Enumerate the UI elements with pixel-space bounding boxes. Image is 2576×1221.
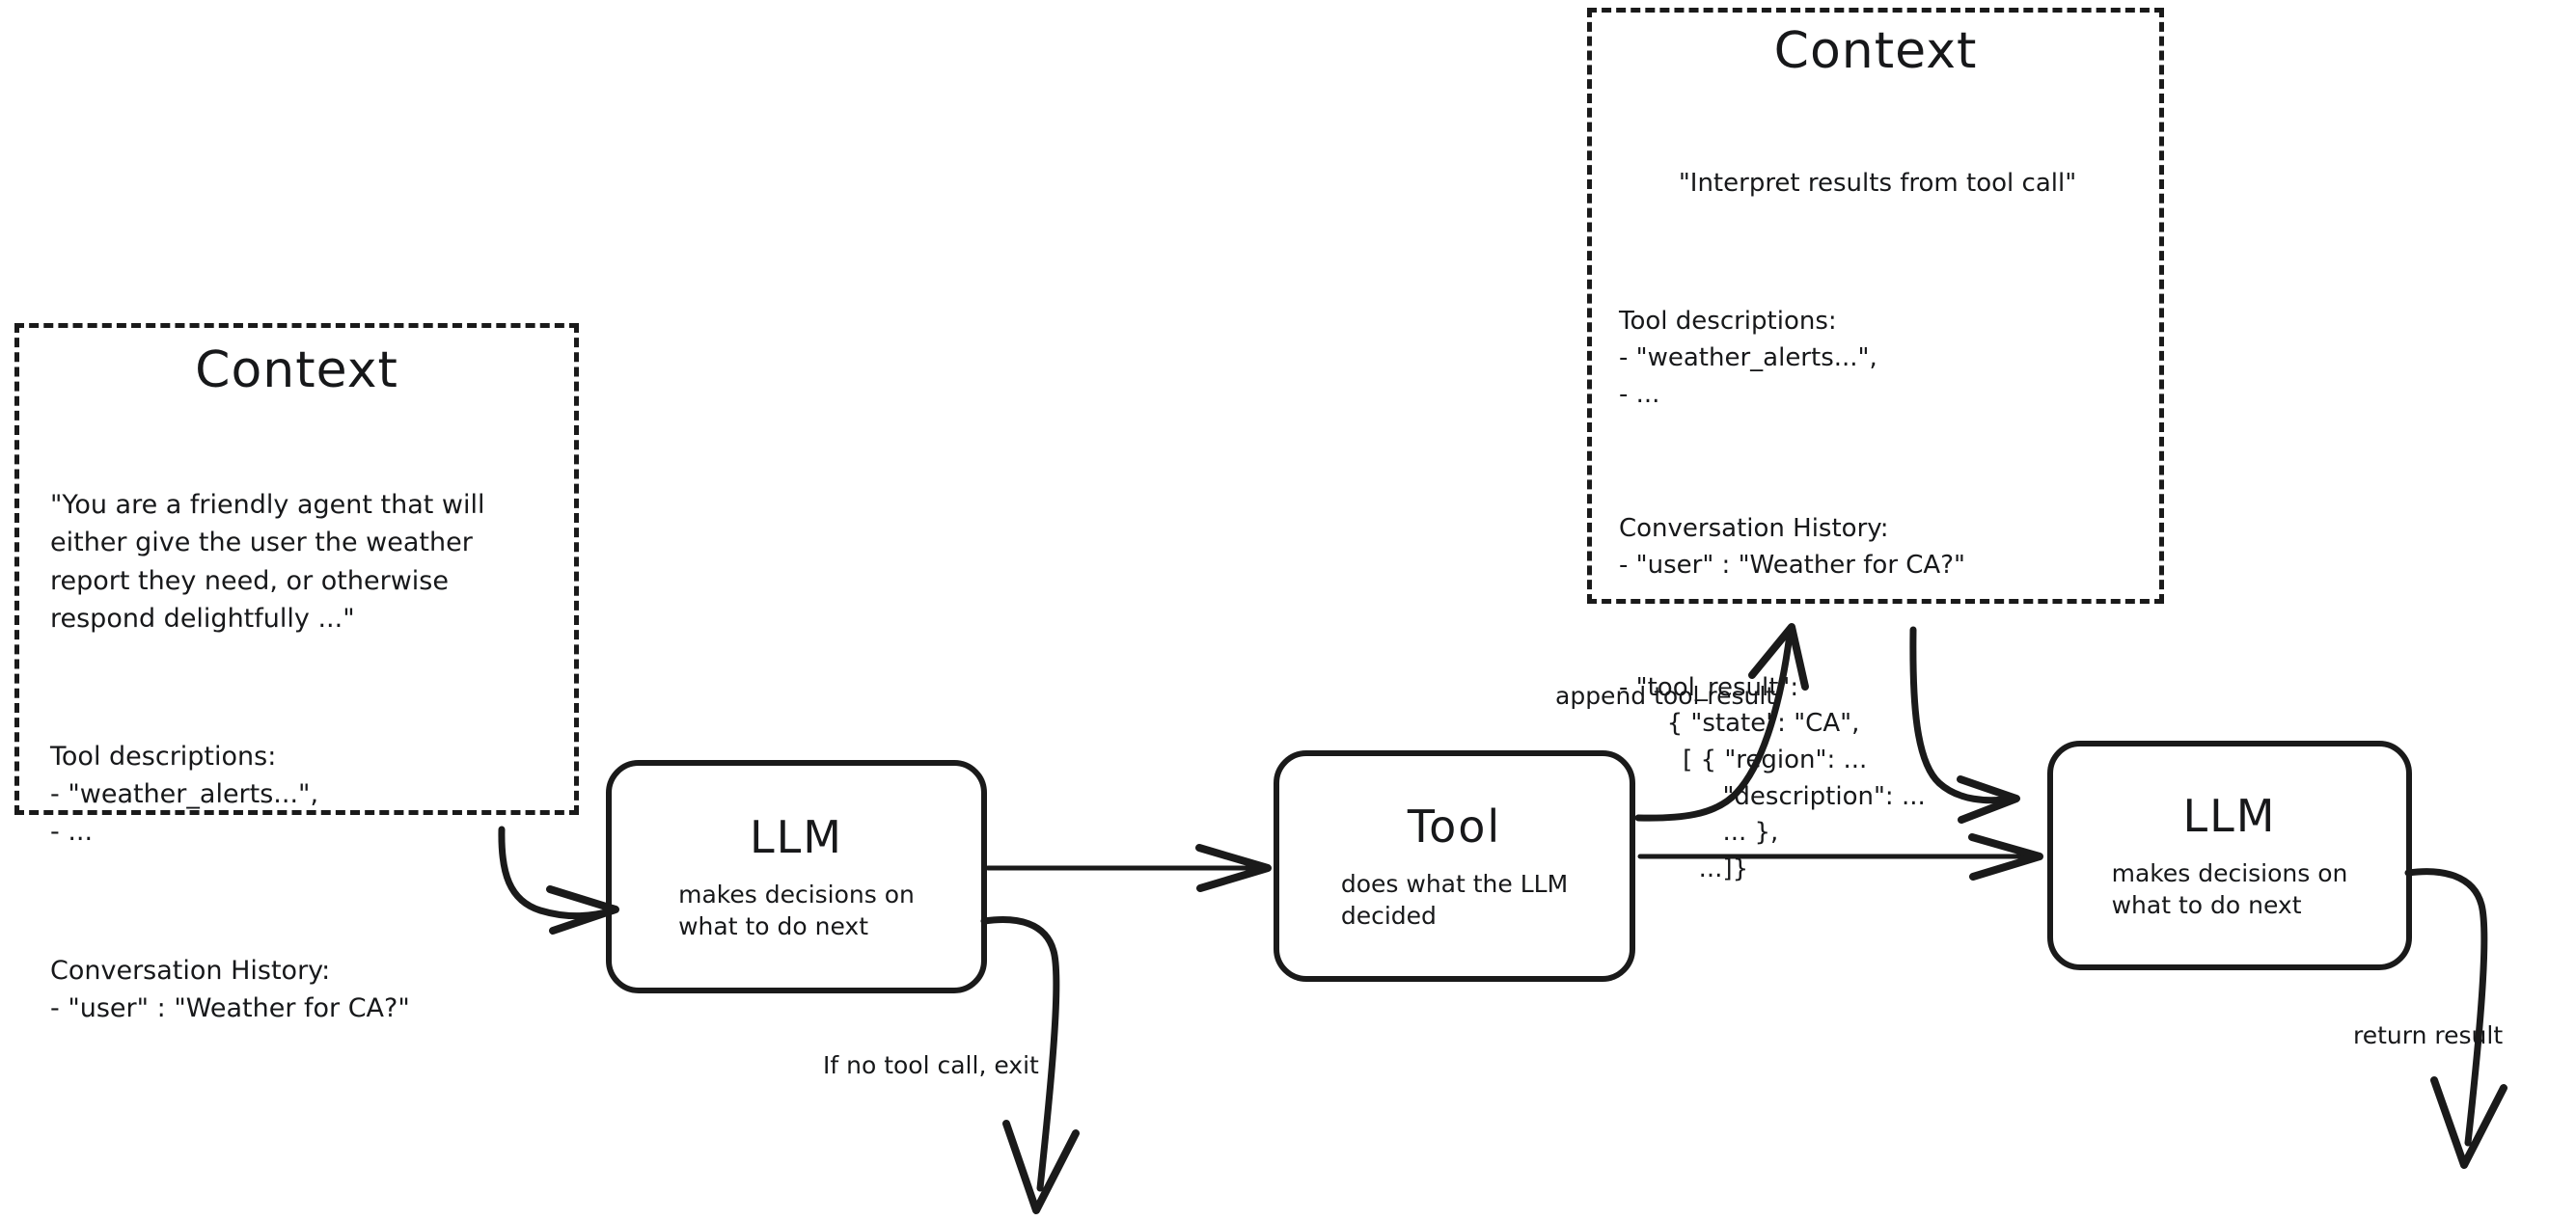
- context-box-left: Context "You are a friendly agent that w…: [14, 323, 579, 1023]
- edge-label-append-tool-result: append tool result: [1555, 682, 1776, 710]
- node-tool-subtitle: does what the LLM decided: [1340, 870, 1569, 930]
- node-llm-second[interactable]: LLM makes decisions on what to do next: [2047, 741, 2412, 970]
- node-tool[interactable]: Tool does what the LLM decided: [1274, 750, 1635, 982]
- context-left-title: Context: [195, 341, 398, 399]
- context-left-body: "You are a friendly agent that will eith…: [19, 411, 574, 1102]
- node-llm-second-title: LLM: [2182, 790, 2277, 842]
- node-llm-second-subtitle: makes decisions on what to do next: [2111, 859, 2348, 919]
- context-right-conversation-history: Conversation History: - "user" : "Weathe…: [1619, 513, 1965, 580]
- context-box-right: Context "Interpret results from tool cal…: [1587, 8, 2164, 883]
- context-right-system-prompt: "Interpret results from tool call": [1678, 169, 2077, 199]
- edge-label-return-result: return result: [2353, 1021, 2504, 1049]
- arrow-llm-to-tool: [985, 844, 1272, 892]
- node-llm-first-title: LLM: [750, 811, 843, 863]
- context-right-tool-descriptions: Tool descriptions: - "weather_alerts..."…: [1619, 307, 1877, 409]
- context-left-tool-descriptions: Tool descriptions: - "weather_alerts..."…: [50, 742, 319, 848]
- node-tool-title: Tool: [1407, 800, 1502, 853]
- context-left-system-prompt: "You are a friendly agent that will eith…: [50, 490, 485, 634]
- context-left-conversation-history: Conversation History: - "user" : "Weathe…: [50, 955, 410, 1023]
- edge-label-if-no-tool-call-exit: If no tool call, exit: [823, 1051, 1039, 1079]
- node-llm-first[interactable]: LLM makes decisions on what to do next: [606, 760, 987, 993]
- arrow-llm2-return: [2404, 868, 2507, 1169]
- node-llm-first-subtitle: makes decisions on what to do next: [678, 881, 915, 940]
- context-right-title: Context: [1773, 22, 1978, 80]
